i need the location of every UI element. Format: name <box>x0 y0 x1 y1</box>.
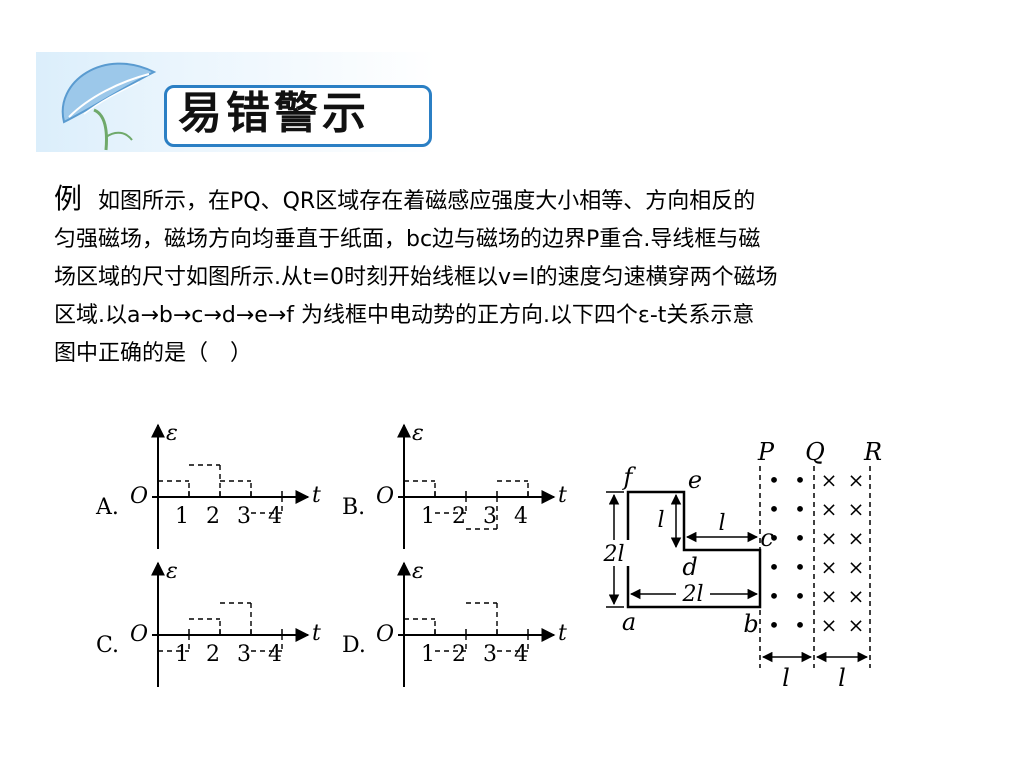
vertex-label-b: b <box>743 610 758 638</box>
t-axis-label: t <box>558 483 567 508</box>
t-axis-label: t <box>558 621 567 646</box>
problem-line-2: 匀强磁场，磁场方向均垂直于纸面，bc边与磁场的边界P重合.导线框与磁 <box>54 227 761 252</box>
lotus-leaf-icon <box>61 62 157 151</box>
dim-label-region-pq: l <box>782 664 790 692</box>
field-in-cross: × <box>821 613 838 637</box>
field-out-dot: • <box>794 584 806 608</box>
tick-label: 3 <box>483 642 497 667</box>
field-out-dot: • <box>768 555 780 579</box>
field-out-dot: • <box>768 526 780 550</box>
option-label: D. <box>342 633 366 658</box>
tick-label: 1 <box>421 504 435 529</box>
field-in-cross: × <box>848 613 865 637</box>
tick-label: 4 <box>268 642 282 667</box>
epsilon-axis-label: ε <box>166 421 178 446</box>
option-label: A. <box>95 495 119 520</box>
boundary-label-q: Q <box>805 438 825 466</box>
tick-label: 2 <box>206 504 220 529</box>
tick-label: 1 <box>175 642 189 667</box>
dim-label-width-bottom: 2l <box>681 582 703 607</box>
field-in-cross: × <box>848 526 865 550</box>
dim-label-height-total: 2l <box>602 542 624 567</box>
epsilon-axis-label: ε <box>166 559 178 584</box>
tick-label: 4 <box>514 642 528 667</box>
problem-line-3: 场区域的尺寸如图所示.从t=0时刻开始线框以v=l的速度匀速横穿两个磁场 <box>54 265 778 290</box>
tick-label: 1 <box>421 642 435 667</box>
tick-label: 2 <box>452 642 466 667</box>
option-label: B. <box>342 495 365 520</box>
epsilon-axis-label: ε <box>412 559 424 584</box>
field-out-dot: • <box>768 584 780 608</box>
dim-label-bg <box>598 540 630 566</box>
field-in-cross: × <box>848 468 865 492</box>
origin-label: O <box>376 622 394 647</box>
dim-label-bg <box>712 512 732 534</box>
field-out-dot: • <box>768 497 780 521</box>
field-in-cross: × <box>848 555 865 579</box>
problem-line-4: 区域.以a→b→c→d→e→f 为线框中电动势的正方向.以下四个ε-t关系示意 <box>54 303 755 328</box>
origin-label: O <box>376 484 394 509</box>
field-out-dot: • <box>768 613 780 637</box>
problem-line-5: 图中正确的是（ ） <box>54 341 253 366</box>
tick-label: 1 <box>175 504 189 529</box>
t-axis-label: t <box>312 621 321 646</box>
tick-label: 3 <box>237 642 251 667</box>
origin-label: O <box>130 622 148 647</box>
problem-text: 例如图所示，在PQ、QR区域存在着磁感应强度大小相等、方向相反的 匀强磁场，磁场… <box>54 180 974 373</box>
boundary-label-r: R <box>863 438 882 466</box>
field-in-cross: × <box>821 555 838 579</box>
tick-label: 4 <box>514 504 528 529</box>
field-in-cross: × <box>821 468 838 492</box>
origin-label: O <box>130 484 148 509</box>
vertex-label-d: d <box>682 553 697 581</box>
epsilon-axis-label: ε <box>412 421 424 446</box>
field-in-cross: × <box>848 497 865 521</box>
field-out-dot: • <box>794 497 806 521</box>
dim-label-region-qr: l <box>838 664 846 692</box>
field-in-cross: × <box>821 526 838 550</box>
field-out-dot: • <box>794 555 806 579</box>
boundary-label-p: P <box>757 438 775 466</box>
banner-title: 易错警示 <box>178 88 370 139</box>
field-out-dot: • <box>794 613 806 637</box>
tick-label: 4 <box>268 504 282 529</box>
tick-label: 3 <box>483 504 497 529</box>
tick-label: 2 <box>452 504 466 529</box>
example-marker: 例 <box>54 182 83 215</box>
problem-line-1: 例如图所示，在PQ、QR区域存在着磁感应强度大小相等、方向相反的 <box>54 182 756 215</box>
field-out-dot: • <box>768 468 780 492</box>
tick-label: 2 <box>206 642 220 667</box>
vertex-label-c: c <box>760 524 773 552</box>
tick-label: 3 <box>237 504 251 529</box>
vertex-label-e: e <box>688 466 702 494</box>
dim-label-width-step: l <box>718 511 725 536</box>
option-label: C. <box>96 633 119 658</box>
field-in-cross: × <box>821 584 838 608</box>
field-out-dot: • <box>794 468 806 492</box>
dim-label-height-step: l <box>657 508 664 533</box>
banner-title-frame <box>164 85 432 147</box>
section-banner: 易错警示 <box>36 52 436 152</box>
field-in-cross: × <box>821 497 838 521</box>
vertex-label-a: a <box>622 608 636 636</box>
field-symbols: • • × × • • × × • • × × • • × × • • × × • • × × <box>768 468 864 637</box>
vertex-label-f: f <box>622 463 637 491</box>
t-axis-label: t <box>312 483 321 508</box>
field-out-dot: • <box>794 526 806 550</box>
field-in-cross: × <box>848 584 865 608</box>
dim-label-bg <box>676 579 710 605</box>
circuit-field-diagram: f e c d a b 2l l l 2l P Q R • • × × • • × × • • × ×… <box>598 438 882 692</box>
